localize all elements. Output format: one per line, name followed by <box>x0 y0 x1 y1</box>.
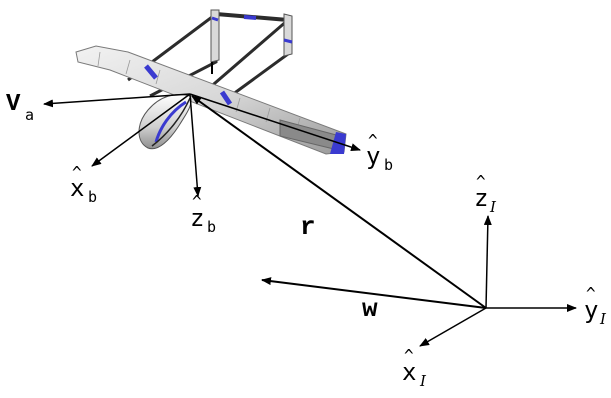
aircraft-illustration <box>75 9 347 155</box>
label-xb: x ^ b <box>70 163 97 206</box>
svg-text:I: I <box>599 310 607 328</box>
body-frame-axes <box>43 93 361 197</box>
svg-text:x: x <box>70 174 84 202</box>
svg-text:I: I <box>489 198 497 216</box>
svg-text:z: z <box>474 184 488 212</box>
tail-top-stripe <box>243 15 257 20</box>
svg-text:x: x <box>402 358 416 386</box>
tail-fin-left <box>210 9 220 63</box>
label-yb: y ^ b <box>366 131 393 174</box>
tail-fin-right <box>283 13 293 57</box>
va-arrow <box>43 93 191 108</box>
label-w: w <box>362 294 378 324</box>
svg-text:y: y <box>366 142 380 170</box>
w-arrow <box>261 277 487 309</box>
label-zb: z ^ b <box>190 192 216 236</box>
svg-text:^: ^ <box>368 131 378 150</box>
svg-text:^: ^ <box>476 172 486 191</box>
tail-fin-right-stripe <box>283 38 293 44</box>
tail-fin-left-stripe <box>211 16 219 22</box>
wing-stripe-right <box>219 90 233 106</box>
label-va: V a <box>6 91 34 124</box>
xI-axis-arrow <box>419 307 487 347</box>
inertial-frame-axes <box>191 95 577 347</box>
svg-text:a: a <box>25 106 34 124</box>
r-arrow <box>191 95 487 309</box>
xb-axis-arrow <box>91 93 191 167</box>
svg-text:^: ^ <box>586 284 596 303</box>
svg-text:^: ^ <box>72 163 82 182</box>
svg-text:^: ^ <box>192 192 202 211</box>
svg-text:b: b <box>384 156 393 174</box>
svg-text:I: I <box>419 372 427 390</box>
label-xI: x ^ I <box>402 346 427 390</box>
label-yI: y ^ I <box>584 284 607 328</box>
wing-stripe-left <box>144 64 158 80</box>
svg-text:V: V <box>6 91 21 118</box>
svg-text:b: b <box>88 188 97 206</box>
zb-axis-arrow <box>189 93 202 197</box>
svg-text:z: z <box>190 204 204 232</box>
svg-text:y: y <box>584 296 598 324</box>
svg-text:^: ^ <box>404 346 414 365</box>
fuselage <box>138 94 192 150</box>
yb-axis-arrow <box>189 93 361 151</box>
label-r: r <box>300 212 316 242</box>
svg-text:r: r <box>300 212 316 242</box>
label-zI: z ^ I <box>474 172 497 216</box>
svg-text:w: w <box>362 294 378 324</box>
svg-text:b: b <box>207 218 216 236</box>
zI-axis-arrow <box>483 215 492 309</box>
